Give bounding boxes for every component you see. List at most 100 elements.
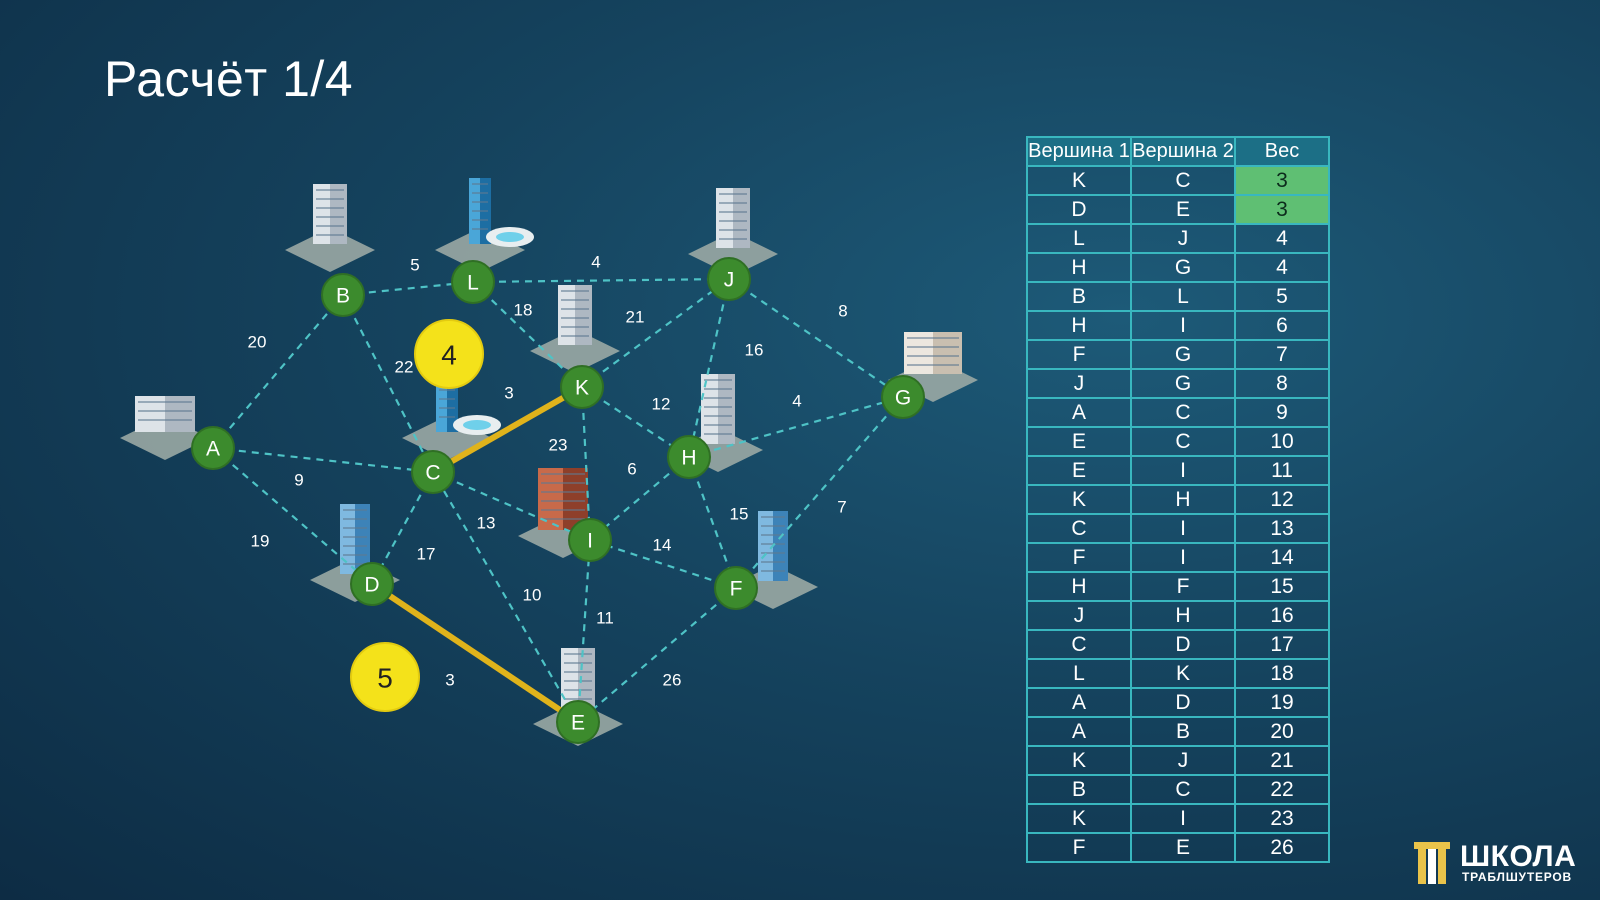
table-header-row: Вершина 1 Вершина 2 Вес [1026,136,1330,167]
node-K[interactable]: K [560,365,604,409]
cell-weight: 17 [1234,629,1330,660]
cell-vertex-2: D [1130,629,1236,660]
header-weight: Вес [1234,136,1330,167]
node-L[interactable]: L [451,260,495,304]
cell-vertex-1: K [1026,803,1132,834]
edge-F-E [577,587,737,723]
cell-vertex-1: B [1026,281,1132,312]
node-label: B [336,285,350,308]
node-H[interactable]: H [667,435,711,479]
edge-J-H [687,278,731,458]
cell-vertex-1: F [1026,339,1132,370]
edge-L-J [472,277,730,284]
cell-vertex-2: C [1130,397,1236,428]
cell-weight: 4 [1234,223,1330,254]
node-label: D [364,574,379,597]
node-label: F [730,578,743,601]
cell-vertex-1: L [1026,223,1132,254]
edge-weight-B-L: 5 [410,255,419,274]
edge-weight-B-C: 22 [395,357,414,376]
cell-vertex-2: I [1130,542,1236,573]
cell-vertex-2: J [1130,223,1236,254]
edge-weight-J-G: 8 [838,301,847,320]
cell-weight: 18 [1234,658,1330,689]
cell-vertex-2: L [1130,281,1236,312]
edge-H-F [687,456,738,589]
edge-weight-H-G: 4 [792,391,801,410]
tower-building-icon [285,184,375,272]
header-vertex-1: Вершина 1 [1026,136,1132,167]
step-badge: 5 [350,642,420,712]
cell-vertex-2: G [1130,368,1236,399]
cell-vertex-1: K [1026,165,1132,196]
cell-vertex-1: A [1026,397,1132,428]
node-I[interactable]: I [568,518,612,562]
cell-vertex-1: D [1026,194,1132,225]
edge-weight-K-J: 21 [626,307,645,326]
edge-A-B [212,294,344,449]
cell-weight: 15 [1234,571,1330,602]
node-B[interactable]: B [321,273,365,317]
cell-vertex-1: B [1026,774,1132,805]
edge-weight-K-H: 12 [652,394,671,413]
edge-weight-A-C: 9 [294,470,303,489]
cell-vertex-2: C [1130,165,1236,196]
node-circle [321,273,365,317]
network-graph: 334456789101112131415161718192021222326 … [120,178,978,746]
node-G[interactable]: G [881,375,925,419]
cell-vertex-1: H [1026,252,1132,283]
node-J[interactable]: J [707,257,751,301]
tower-building-icon [688,188,778,276]
node-circle [881,375,925,419]
cell-weight: 10 [1234,426,1330,457]
cell-vertex-1: E [1026,426,1132,457]
node-label: H [681,447,696,470]
cell-vertex-2: E [1130,832,1236,863]
cell-vertex-2: H [1130,484,1236,515]
cell-vertex-1: A [1026,716,1132,747]
cell-vertex-2: I [1130,803,1236,834]
edge-weight-K-I: 23 [549,435,568,454]
edge-weight-K-C: 3 [504,383,513,402]
cell-vertex-2: C [1130,426,1236,457]
edge-weight-J-H: 16 [745,340,764,359]
cell-vertex-2: E [1130,194,1236,225]
node-A[interactable]: A [191,426,235,470]
logo-title: ШКОЛА [1460,840,1577,873]
logo-mark-icon [1414,842,1450,884]
node-label: I [587,530,593,553]
node-D[interactable]: D [350,562,394,606]
edge-weight-H-I: 6 [627,459,636,478]
edge-weight-C-I: 13 [477,513,496,532]
node-circle [350,562,394,606]
node-circle [191,426,235,470]
cell-weight: 8 [1234,368,1330,399]
cell-weight: 16 [1234,600,1330,631]
cell-vertex-1: L [1026,658,1132,689]
nodes-layer: A B L J G K C H D I F E [191,257,925,744]
node-circle [714,566,758,610]
node-label: C [425,462,440,485]
node-F[interactable]: F [714,566,758,610]
node-E[interactable]: E [556,700,600,744]
edge-A-C [212,446,434,474]
cell-vertex-2: K [1130,658,1236,689]
page-title: Расчёт 1/4 [104,51,354,107]
node-C[interactable]: C [411,450,455,494]
cell-vertex-2: G [1130,339,1236,370]
edge-weight-H-F: 15 [730,504,749,523]
